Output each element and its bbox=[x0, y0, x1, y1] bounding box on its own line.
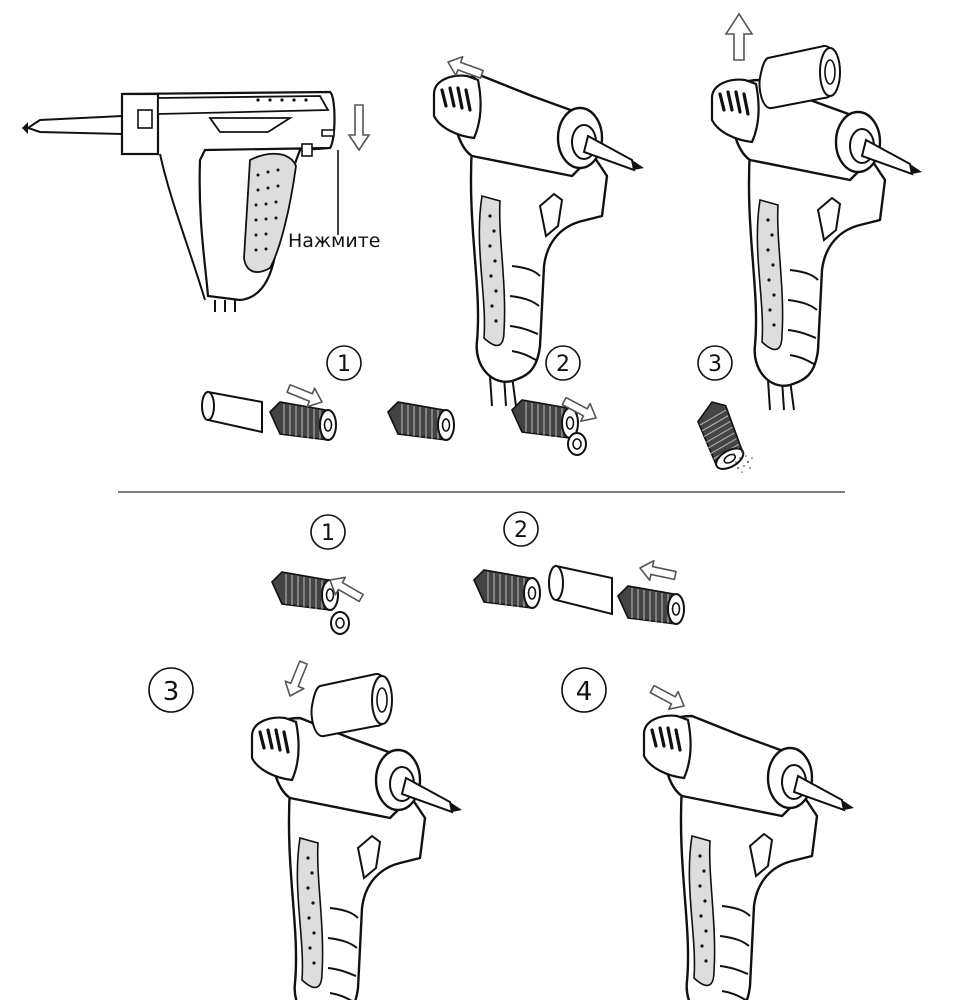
asm-step-4-number: 4 bbox=[576, 677, 593, 707]
asm-gun-insert-tube bbox=[250, 716, 464, 1000]
asm-step-3-badge: 3 bbox=[148, 667, 194, 713]
asm-step-2-badge: 2 bbox=[503, 511, 539, 547]
dis-step-1-number: 1 bbox=[337, 352, 351, 377]
dis-washer bbox=[567, 432, 587, 456]
dis-step-2-badge: 2 bbox=[545, 345, 581, 381]
asm-spring-2 bbox=[473, 569, 541, 609]
dis-step-2-number: 2 bbox=[556, 352, 570, 377]
removed-tube bbox=[758, 44, 841, 110]
asm-step-1-badge: 1 bbox=[310, 514, 346, 550]
dis-step-1-badge: 1 bbox=[326, 345, 362, 381]
dis-spring bbox=[387, 401, 455, 441]
asm-tube-with-spring bbox=[548, 564, 685, 625]
asm-gun-closed bbox=[642, 714, 856, 1000]
dis-spring-tilted bbox=[686, 396, 755, 475]
arrow-up bbox=[724, 12, 754, 61]
dis-step-3-number: 3 bbox=[708, 352, 722, 377]
gun-tube-removed bbox=[710, 78, 924, 412]
gun-side-view bbox=[22, 90, 336, 312]
asm-arrow-forward bbox=[646, 679, 690, 716]
press-arrow bbox=[347, 104, 371, 152]
asm-step-4-badge: 4 bbox=[561, 667, 607, 713]
asm-arrow-down bbox=[279, 658, 314, 701]
asm-step-2-number: 2 bbox=[514, 518, 528, 543]
asm-step-3-number: 3 bbox=[163, 677, 180, 707]
asm-insert-tube bbox=[310, 672, 393, 738]
asm-spring bbox=[271, 571, 339, 611]
asm-step-1-number: 1 bbox=[321, 521, 335, 546]
dis-tube-with-spring bbox=[201, 390, 337, 441]
press-label: Нажмите bbox=[288, 230, 381, 252]
dis-step-3-badge: 3 bbox=[697, 345, 733, 381]
asm-washer bbox=[330, 611, 350, 635]
asm-arrow-2 bbox=[637, 557, 679, 587]
gun-open-back bbox=[432, 74, 646, 408]
debris-particles bbox=[733, 447, 753, 473]
